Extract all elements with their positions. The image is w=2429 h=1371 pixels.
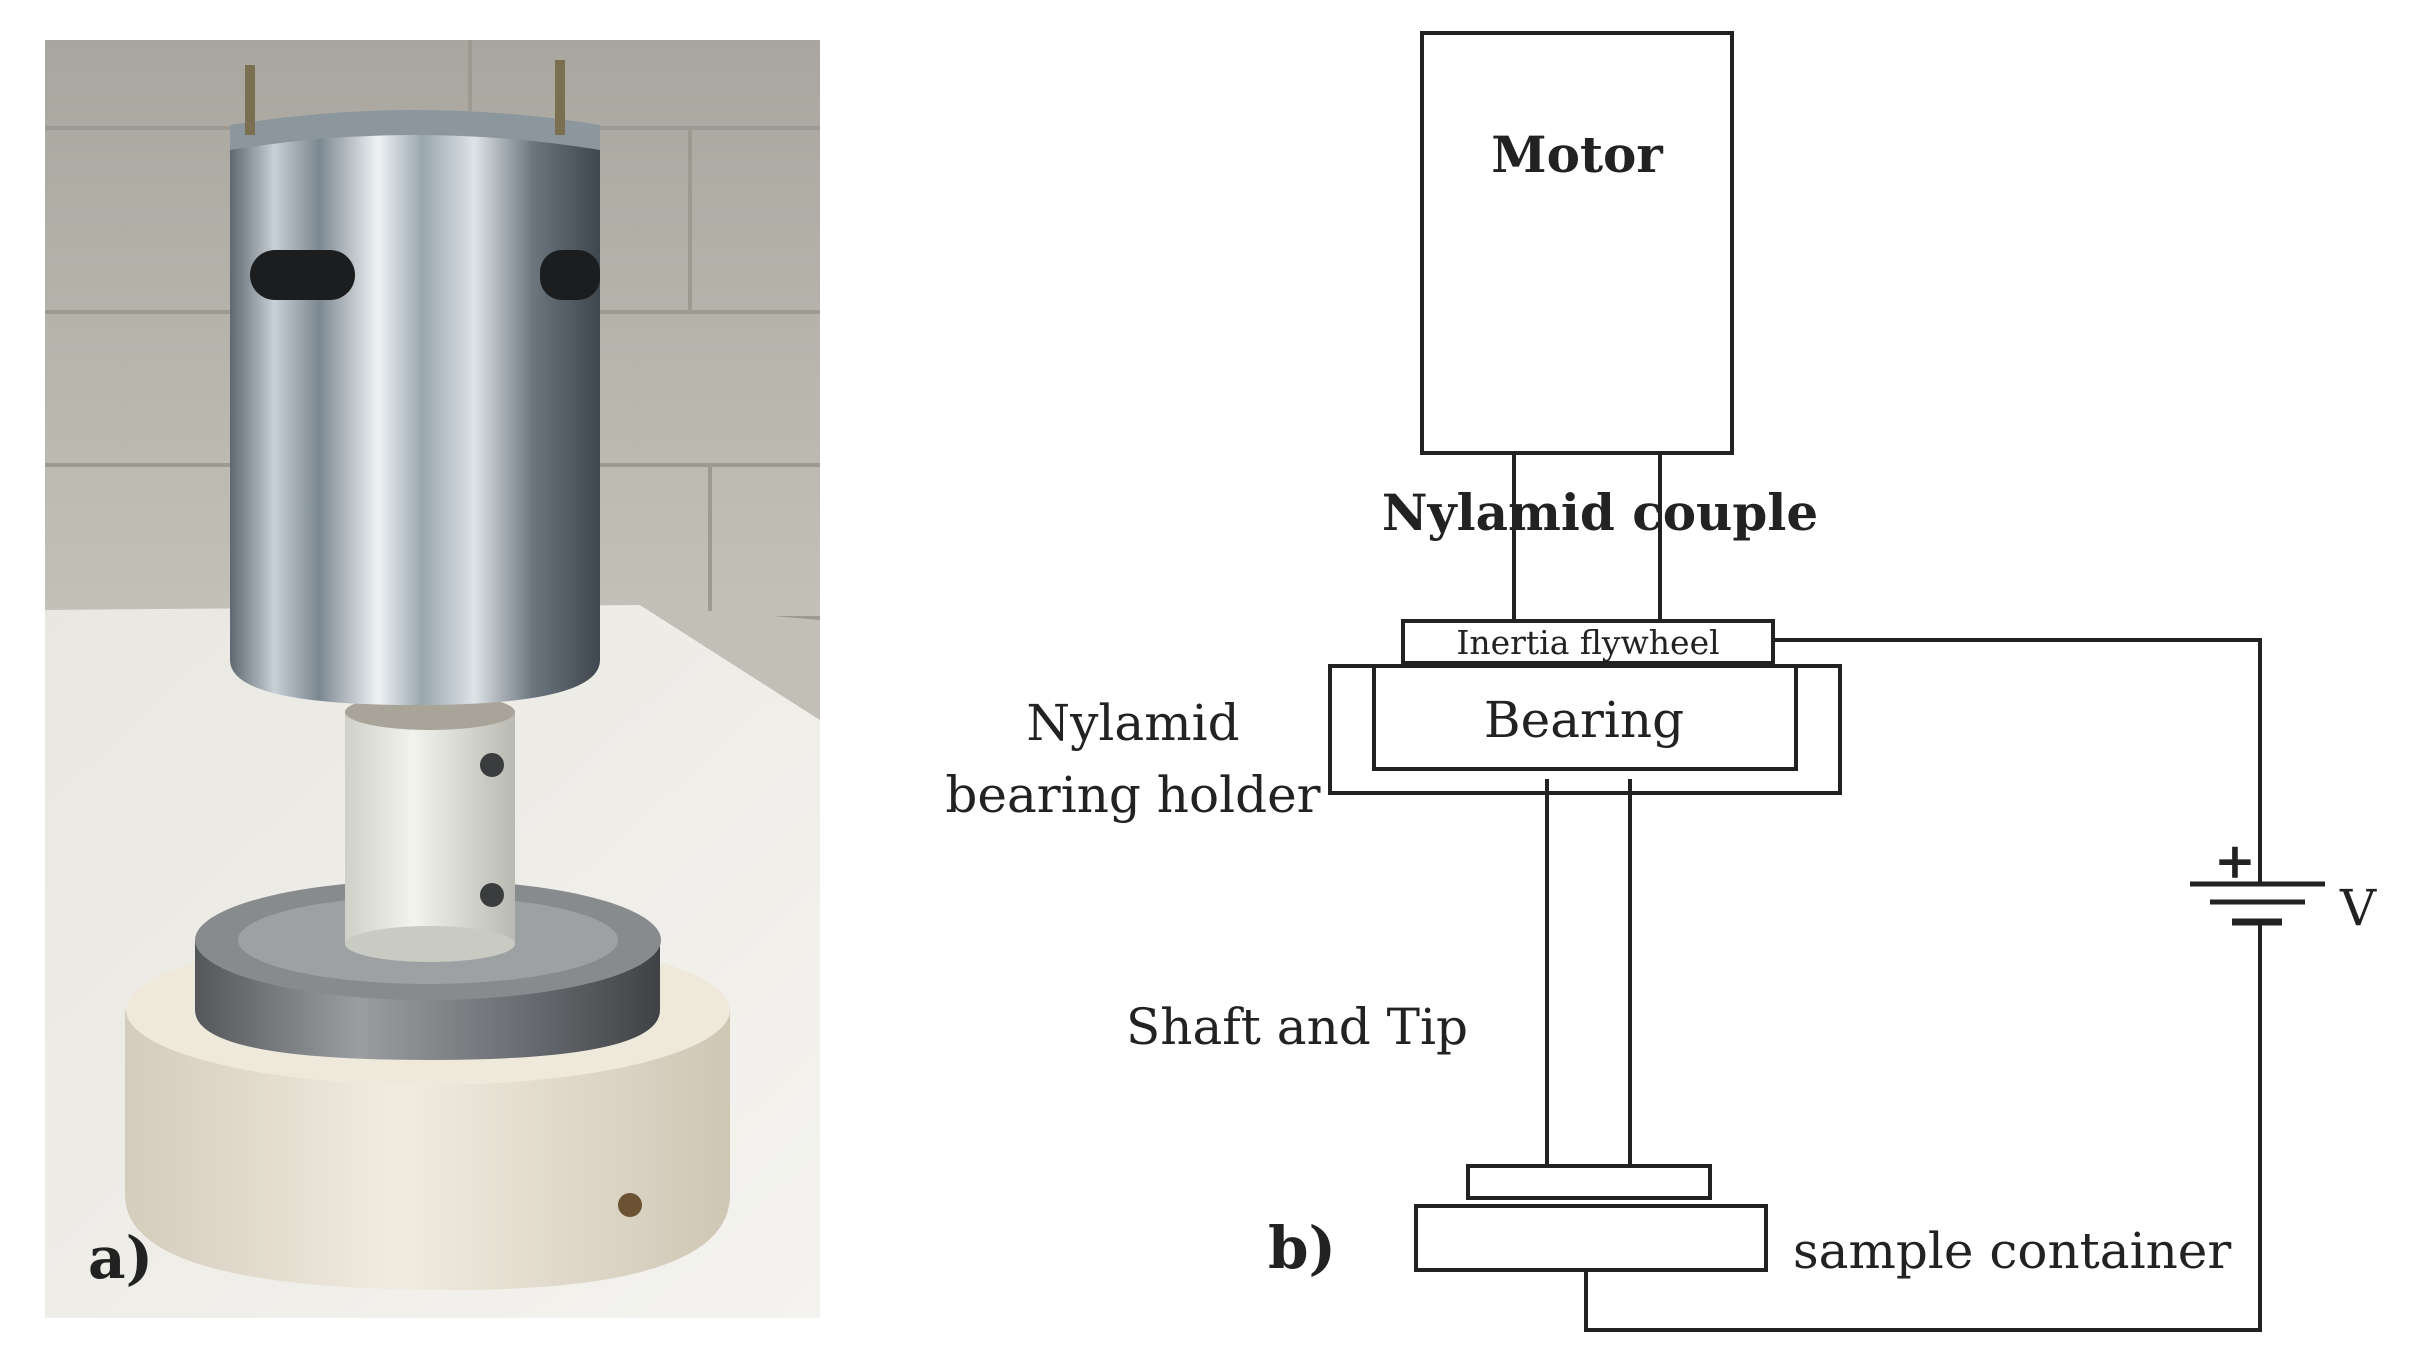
circuit-wire-top [1773,638,2262,866]
motor-label: Motor [1491,125,1663,184]
voltage-label: V [2339,879,2377,937]
schematic-panel [1328,31,2325,1332]
bearing-box [1372,664,1798,771]
motor-box [1420,31,1734,455]
panel-b-label: b) [1268,1214,1336,1282]
photo-coupler [345,694,515,962]
battery-polarity-label: + [2214,831,2256,890]
photo-disc [195,880,661,1060]
photo-motor [230,60,600,705]
bearing-holder-label-line1: Nylamid [1026,694,1239,752]
sample-container-box [1414,1204,1768,1272]
panel-a-label: a) [88,1224,153,1292]
photo-table-shadow [640,605,820,720]
photo-panel [45,40,820,1318]
bearing-holder-label-line2: bearing holder [945,766,1320,824]
bearing-label: Bearing [1484,691,1684,749]
sample-container-label: sample container [1793,1222,2231,1280]
shaft-label: Shaft and Tip [1126,998,1468,1056]
tip-box [1466,1164,1712,1200]
coupling-label: Nylamid couple [1382,483,1818,542]
circuit-wire-bottom [1584,925,2262,1332]
labels: a) b) Motor Nylamid couple Inertia flywh… [88,125,2377,1292]
flywheel-label: Inertia flywheel [1456,623,1719,662]
